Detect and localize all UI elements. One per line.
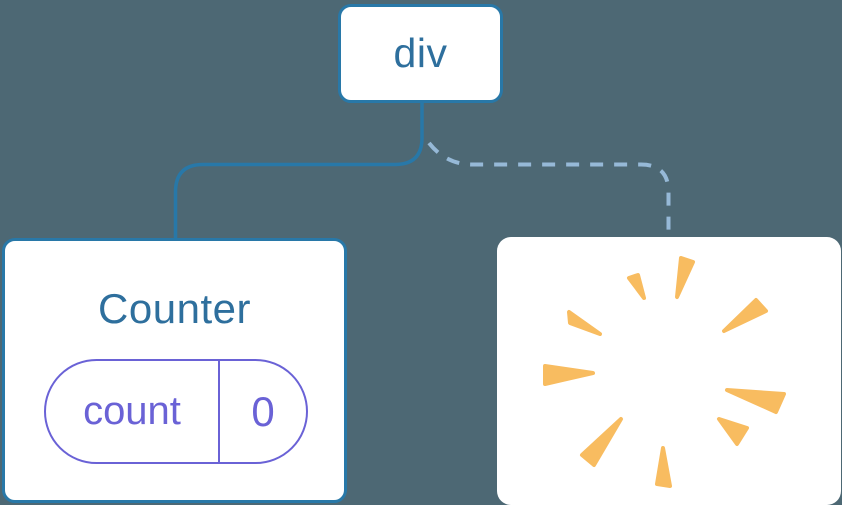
node-counter: Counter count 0 xyxy=(2,238,347,503)
node-removed xyxy=(497,237,841,505)
edge-div-to-removed xyxy=(427,141,671,239)
node-counter-title: Counter xyxy=(98,285,251,332)
poof-ray xyxy=(627,273,646,300)
poof-ray xyxy=(725,388,786,414)
poof-ray xyxy=(655,446,672,488)
poof-ray xyxy=(567,310,602,336)
poof-icon xyxy=(543,256,786,488)
state-pill: count 0 xyxy=(44,359,308,464)
node-div-label: div xyxy=(393,30,448,76)
poof-ray xyxy=(675,256,695,299)
state-key-label: count xyxy=(46,361,220,462)
poof-ray xyxy=(717,417,749,446)
edge-div-to-counter xyxy=(173,101,424,239)
state-value-label: 0 xyxy=(251,387,275,435)
poof-ray xyxy=(722,298,768,333)
node-div: div xyxy=(338,4,503,103)
poof-ray xyxy=(543,364,595,386)
poof-ray xyxy=(580,417,623,467)
